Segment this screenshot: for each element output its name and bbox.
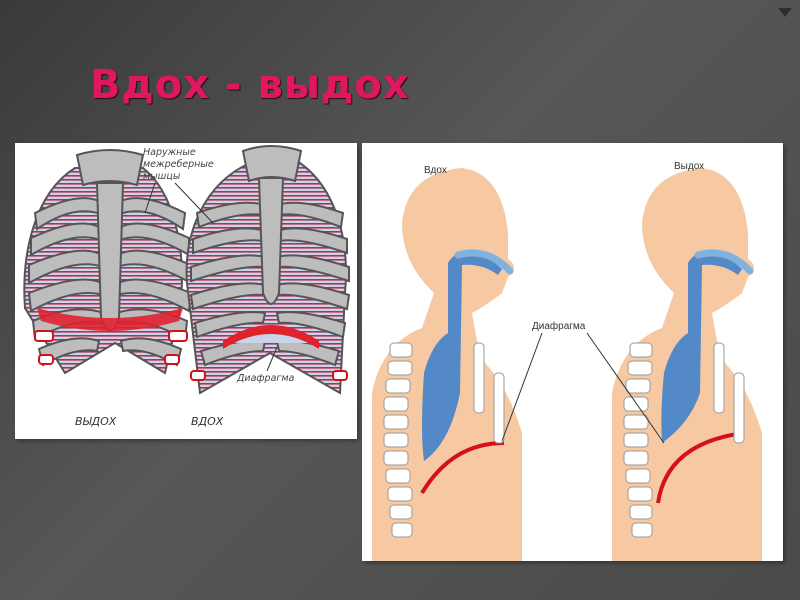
muscle-label-line-2: межреберные [143, 159, 214, 170]
slide-title: Вдох - выдох [90, 62, 410, 108]
muscle-label-line-1: Наружные [143, 147, 196, 158]
ribcage-inhale-caption: ВДОХ [191, 415, 224, 428]
inhale-label: Вдох [424, 165, 447, 176]
right-diaphragm-label: Диафрагма [532, 320, 586, 332]
exhale-label: Выдох [674, 161, 704, 172]
silhouette-exhale: Выдох [612, 161, 762, 561]
breathing-profile-figure: Вдох Выдох [362, 143, 783, 561]
ribcage-exhale-caption: ВЫДОХ [75, 415, 117, 428]
ribcage-figure: ВЫДОХ [15, 143, 357, 439]
silhouette-inhale: Вдох [372, 165, 522, 561]
profile-illustration: Вдох Выдох [362, 143, 783, 561]
diaphragm-pointer-line-left [502, 333, 542, 441]
ribcage-illustration: ВЫДОХ [15, 143, 357, 439]
muscle-label-line-3: мышцы [143, 171, 181, 182]
ribcage-exhale: ВЫДОХ [24, 150, 191, 428]
slide-corner-marker [778, 8, 792, 17]
ribcage-inhale: ВДОХ [187, 146, 349, 428]
left-diaphragm-label: Диафрагма [236, 373, 295, 384]
